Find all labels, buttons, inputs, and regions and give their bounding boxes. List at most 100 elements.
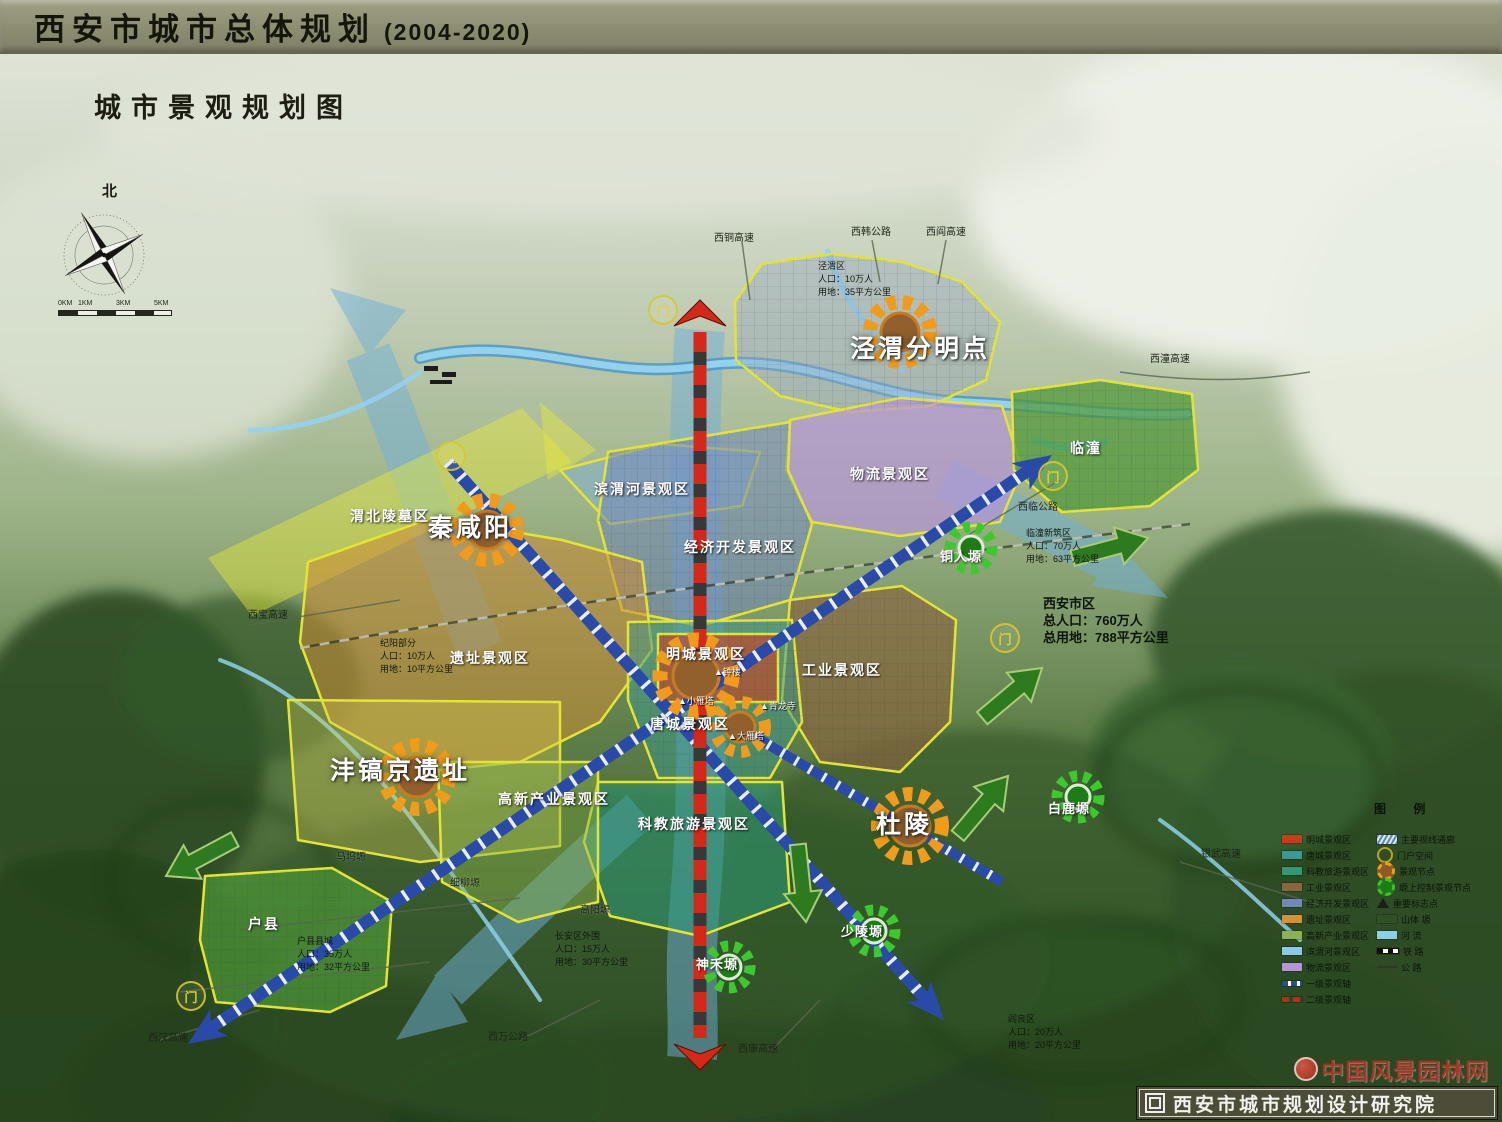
scale-label: 3KM [116, 300, 131, 307]
map-label-annot: 人口：15万人 [555, 944, 611, 954]
legend-label: 工业景观区 [1306, 882, 1352, 893]
legend-item: 二级景观轴 [1282, 991, 1369, 1007]
scale-bar-rule [58, 310, 172, 316]
gateway-icon: 门 [1038, 461, 1068, 491]
map-label-annot: 人口：20万人 [1008, 1027, 1064, 1037]
legend-item: 重要标志点 [1377, 895, 1471, 911]
map-label-annot-lg: 总用地：788平方公里 [1043, 630, 1169, 645]
legend-item: 铁 路 [1377, 943, 1471, 959]
legend-label: 经济开发景观区 [1306, 898, 1370, 909]
legend-item: 科教旅游景观区 [1282, 863, 1369, 879]
legend-item: 山体 塬 [1377, 911, 1471, 927]
map-label-road: 西临公路 [1018, 502, 1058, 513]
map-label-mark: ▲大雁塔 [728, 731, 764, 741]
compass-rose [63, 212, 145, 296]
legend-label: 铁 路 [1403, 946, 1424, 957]
legend-label: 河 流 [1401, 930, 1422, 941]
legend-swatch-axis2 [1282, 996, 1302, 1002]
legend-label: 滨渭河景观区 [1306, 946, 1361, 957]
map-label-annot: 阎良区 [1008, 1014, 1036, 1024]
page-title: 西安市城市总体规划 (2004-2020) [34, 4, 531, 49]
map-label-plateau: 白鹿塬 [1048, 801, 1091, 816]
map-label-annot: 人口：35万人 [297, 949, 353, 959]
map-label-tiny: 马坞塬 [336, 852, 366, 863]
legend-label: 主要视线通廊 [1401, 834, 1456, 845]
legend-swatch-fill [1377, 915, 1398, 923]
map-label-road: 银武高速 [1201, 849, 1241, 860]
map-label-annot-lg: 总人口：760万人 [1043, 613, 1143, 628]
legend: 图 例 明城景观区唐城景观区科教旅游景观区工业景观区经济开发景观区遗址景观区高新… [1282, 800, 1496, 1007]
map-label-node: 秦咸阳 [428, 514, 513, 542]
map-label-tiny: 细柳塬 [450, 878, 480, 889]
legend-swatch-fill [1282, 899, 1302, 907]
title-main: 西安市城市总体规划 [34, 11, 376, 47]
legend-label: 二级景观轴 [1306, 994, 1352, 1005]
legend-label: 山体 塬 [1401, 914, 1431, 925]
legend-symbols-column: 主要视线通廊门户空间景观节点塬上控制景观节点重要标志点山体 塬河 流铁 路公 路 [1377, 831, 1471, 1007]
legend-swatch-triangle [1377, 898, 1390, 908]
map-label-district: 明城景观区 [666, 646, 746, 662]
legend-label: 一级景观轴 [1306, 978, 1352, 989]
map-label-annot: 人口：70万人 [1026, 541, 1082, 551]
title-bar: 西安市城市总体规划 (2004-2020) [0, 0, 1502, 54]
map-subtitle: 城市景观规划图 [94, 93, 353, 123]
map-label-district: 高新产业景观区 [498, 791, 610, 807]
legend-label: 高新产业景观区 [1306, 930, 1370, 941]
light-terrain-layer [0, 35, 1502, 560]
scale-bar: 0KM 1KM 3KM 5KM [58, 300, 183, 318]
map-label-district: 临潼 [1070, 440, 1102, 456]
gateway-icon: 门 [436, 441, 466, 471]
map-label-mark: ▲青龙寺 [760, 701, 796, 711]
map-label-district: 工业景观区 [802, 662, 882, 678]
map-label-district: 渭北陵墓区 [350, 508, 430, 524]
legend-swatch-fill [1282, 851, 1302, 859]
legend-label: 遗址景观区 [1306, 914, 1352, 925]
legend-swatch-gate [1377, 847, 1394, 863]
railway-layer [299, 366, 1191, 650]
map-label-annot-lg: 西安市区 [1043, 596, 1096, 611]
legend-swatch-fill [1282, 963, 1302, 971]
map-label-mark: ▲钟楼 [714, 667, 741, 677]
map-label-road: 西阎高速 [926, 227, 966, 238]
legend-item: 物流景观区 [1282, 959, 1369, 975]
legend-label: 科教旅游景观区 [1306, 866, 1370, 877]
map-label-district: 经济开发景观区 [684, 539, 796, 555]
road-layer [159, 239, 1321, 1053]
map-label-annot: 泾渭区 [818, 261, 846, 271]
legend-item: 门户空间 [1377, 847, 1471, 863]
map-label-road: 西宝高速 [248, 610, 288, 621]
legend-item: 工业景观区 [1282, 879, 1369, 895]
legend-item: 遗址景观区 [1282, 911, 1369, 927]
map-label-annot: 用地：10平方公里 [380, 664, 454, 674]
scale-label: 1KM [78, 300, 93, 307]
legend-swatch-fill [1282, 931, 1302, 939]
title-years: (2004-2020) [384, 18, 532, 45]
map-label-annot: 人口：10万人 [380, 651, 436, 661]
legend-label: 门户空间 [1397, 850, 1434, 861]
map-label-annot: 用地：30平方公里 [555, 957, 629, 967]
legend-item: 河 流 [1377, 927, 1471, 943]
map-label-district: 物流景观区 [850, 466, 930, 482]
map-label-annot: 长安区外围 [555, 931, 601, 941]
map-label-node: 沣镐京遗址 [330, 757, 471, 785]
institute-name: 西安市城市规划设计研究院 [1173, 1094, 1438, 1116]
legend-label: 公 路 [1401, 962, 1422, 973]
legend-item: 滨渭河景观区 [1282, 943, 1369, 959]
map-label-annot: 用地：63平方公里 [1026, 554, 1100, 564]
gateway-icon: 门 [648, 295, 678, 325]
gateway-icon: 门 [176, 981, 206, 1011]
map-label-district: 遗址景观区 [450, 650, 530, 666]
map-label-road: 西万公路 [488, 1032, 528, 1043]
legend-item: 唐城景观区 [1282, 847, 1369, 863]
map-label-district: 科教旅游景观区 [638, 816, 750, 832]
map-label-district: 滨渭河景观区 [594, 481, 690, 497]
legend-swatch-axis1 [1282, 980, 1302, 986]
legend-swatch-road [1377, 966, 1398, 968]
legend-item: 塬上控制景观节点 [1377, 878, 1471, 896]
legend-swatch-fill [1282, 947, 1302, 955]
map-label-district: 户县 [248, 916, 280, 932]
primary-axis-layer [178, 441, 1062, 1058]
map-label-annot: 用地：32平方公里 [297, 962, 371, 972]
